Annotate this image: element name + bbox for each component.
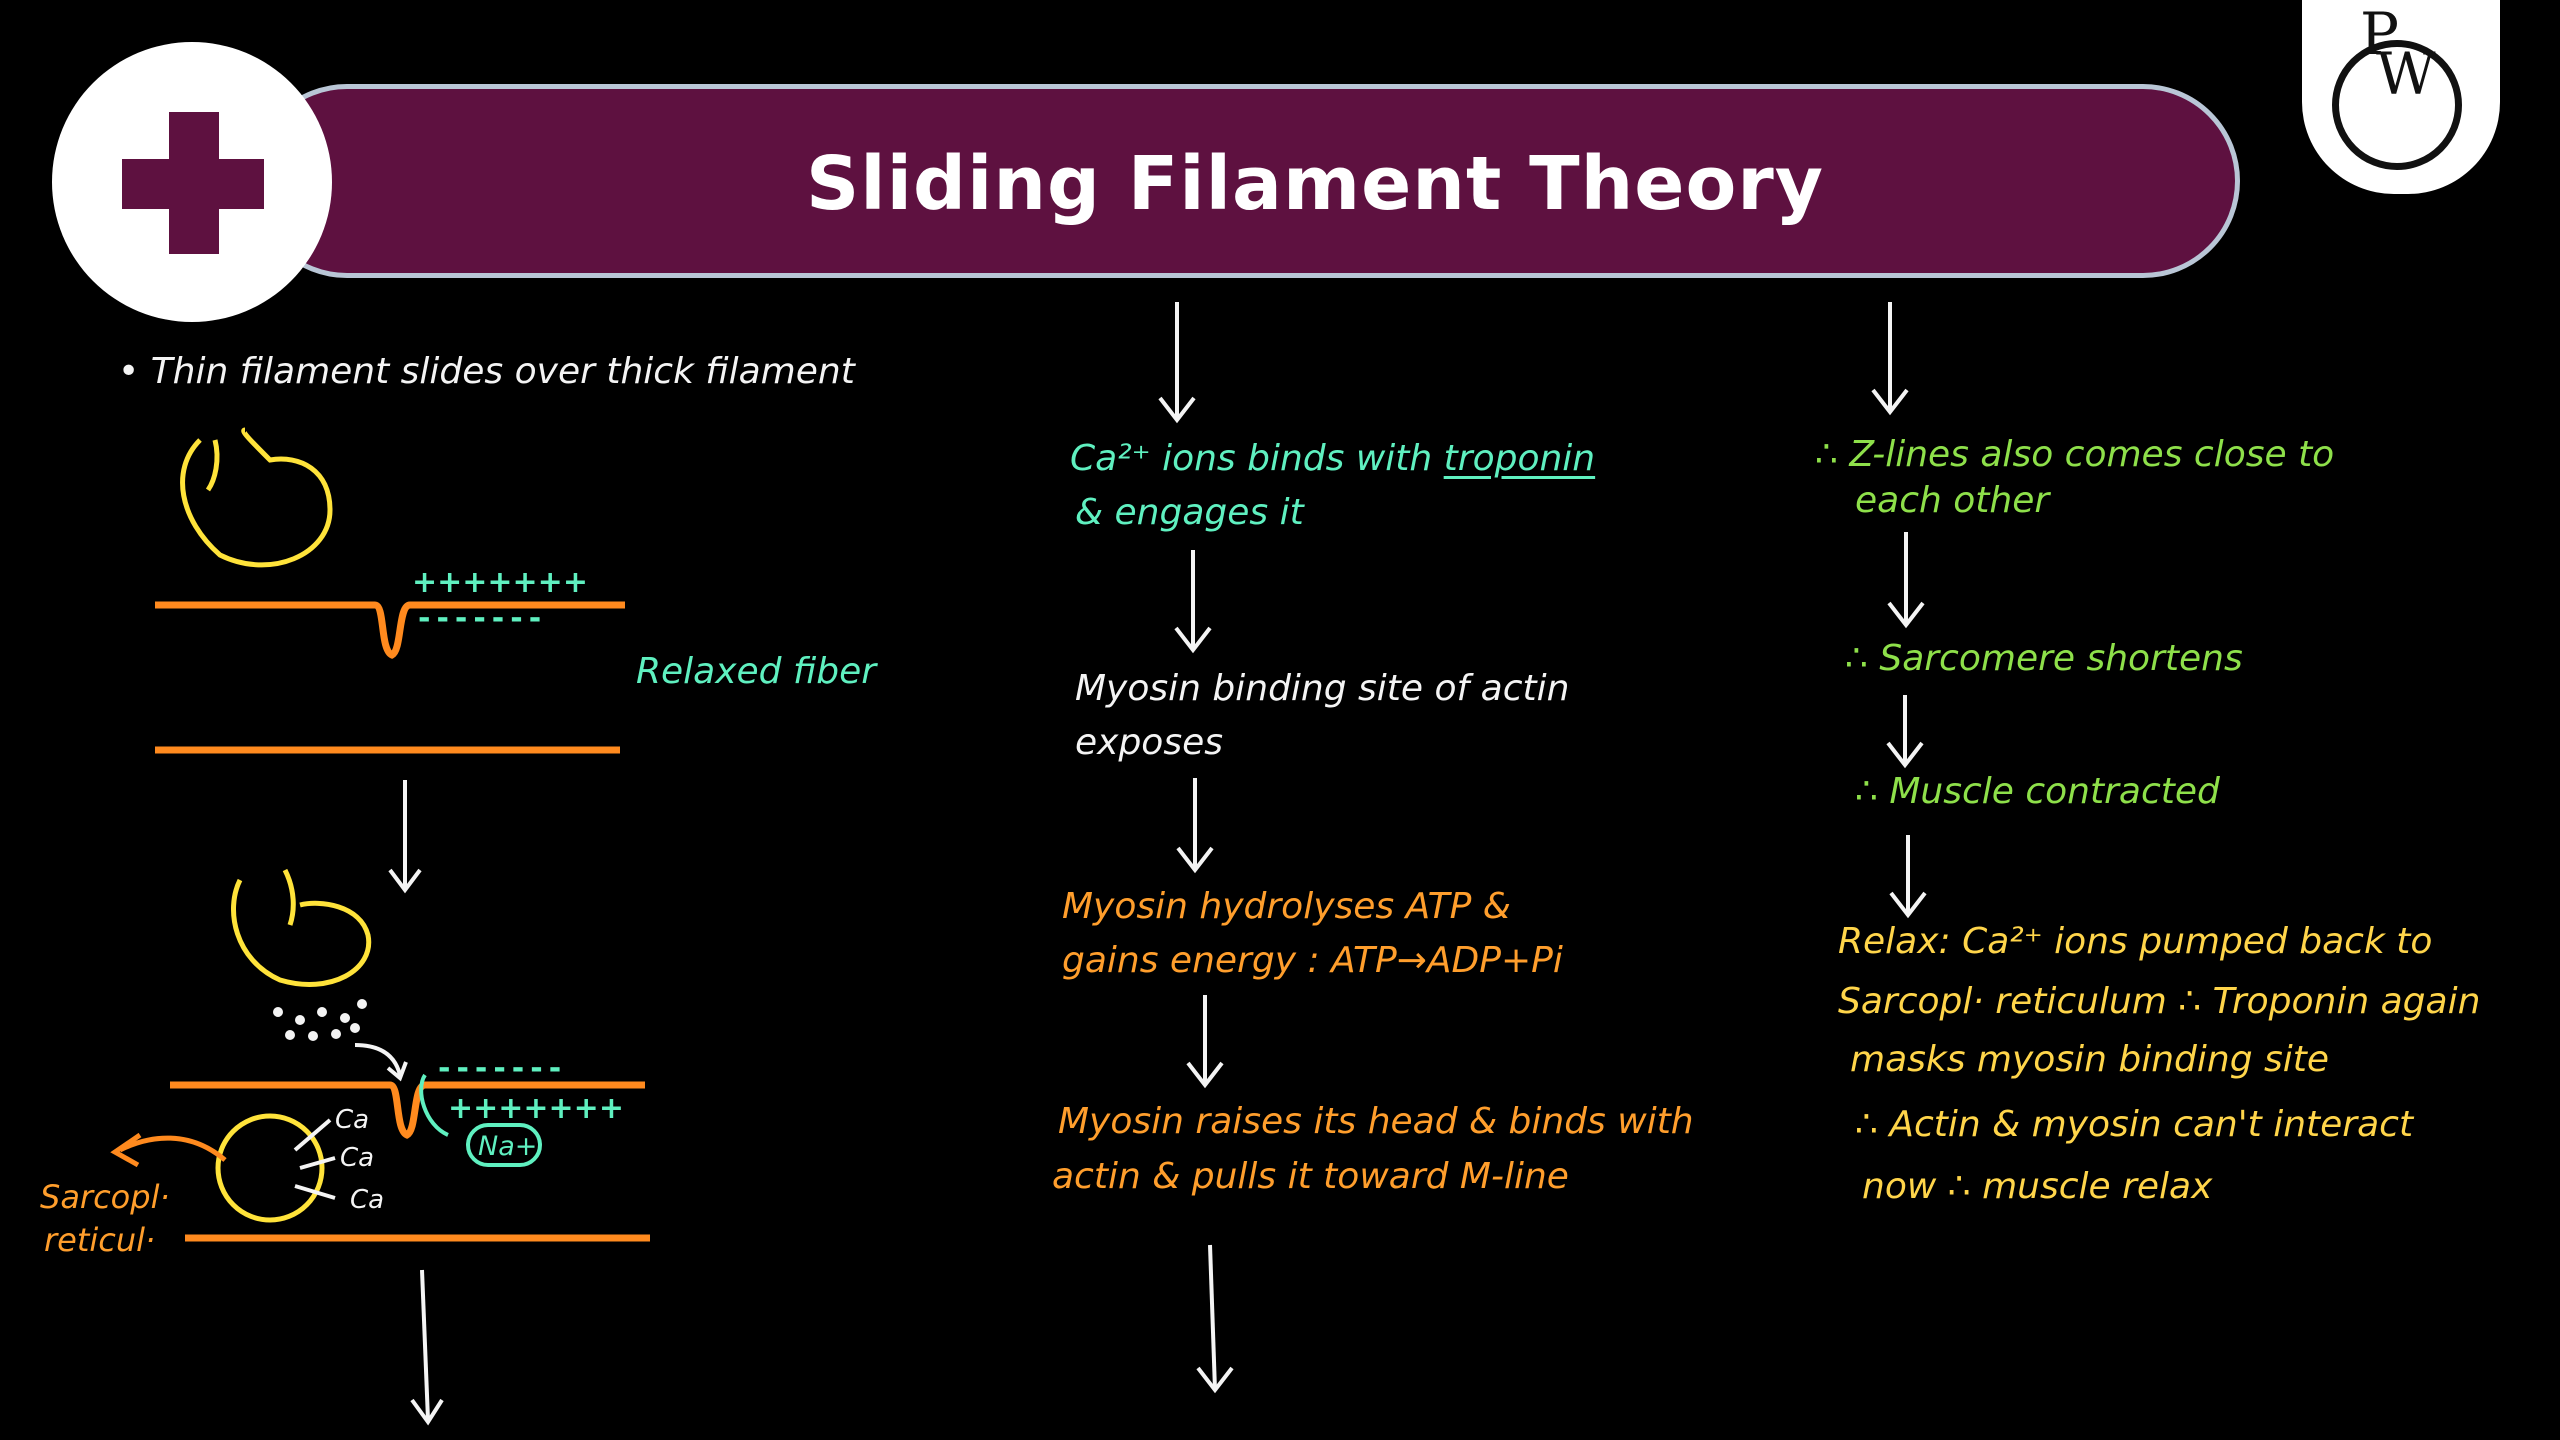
motor-neuron-terminal-top	[180, 427, 333, 568]
sr-label-line2: reticul·	[44, 1221, 156, 1259]
title-banner: Sliding Filament Theory	[250, 84, 2240, 278]
mid-step4-line2: actin & pulls it toward M-line	[1052, 1156, 1569, 1197]
right-step2: ∴ Sarcomere shortens	[1845, 638, 2243, 679]
right-step1-line1: ∴ Z-lines also comes close to	[1815, 434, 2335, 475]
mid-step4-line1: Myosin raises its head & binds with	[1058, 1101, 1694, 1142]
pw-logo-p: P	[2360, 0, 2400, 68]
acetylcholine-dots	[273, 999, 367, 1041]
page-title: Sliding Filament Theory	[805, 141, 1825, 227]
motor-neuron-terminal-bottom	[231, 878, 372, 987]
bullet-thin-filament: • Thin filament slides over thick filame…	[118, 345, 855, 399]
relaxed-plus-charges: +++++++	[412, 565, 588, 600]
mid-step1-line2: & engages it	[1075, 492, 1304, 533]
pw-logo: P W	[2302, 0, 2500, 194]
mid-step2-line2: exposes	[1075, 722, 1223, 763]
relax-line5: now ∴ muscle relax	[1862, 1166, 2213, 1207]
right-step3: ∴ Muscle contracted	[1855, 771, 2220, 812]
relax-line4: ∴ Actin & myosin can't interact	[1855, 1104, 2414, 1145]
left-arrow-2	[420, 1269, 430, 1421]
middle-arrows	[1158, 302, 1234, 1394]
relax-line2: Sarcopl· reticulum ∴ Troponin again	[1838, 981, 2481, 1022]
pw-logo-w: W	[2376, 40, 2436, 108]
na-badge	[466, 1123, 542, 1167]
ca-label-2: Ca	[340, 1143, 374, 1173]
mid-step1-text: Ca²⁺ ions binds with	[1070, 438, 1444, 479]
cross-horizontal-bar	[122, 159, 264, 209]
sarcoplasmic-reticulum-sac	[215, 1113, 325, 1223]
bullet-dot: •	[118, 351, 151, 392]
stim-plus-charges: +++++++	[448, 1091, 624, 1126]
right-step1-line2: each other	[1855, 480, 2050, 521]
mid-step2-line1: Myosin binding site of actin	[1075, 668, 1570, 709]
relaxed-minus-charges: -------	[418, 601, 547, 636]
ca-label-3: Ca	[350, 1185, 384, 1215]
pw-logo-ring	[2332, 40, 2462, 170]
bullet-text: Thin filament slides over thick filament	[150, 351, 855, 392]
na-label: Na+	[478, 1131, 537, 1162]
ca-label-1: Ca	[335, 1105, 369, 1135]
mid-step3-line2: gains energy : ATP→ADP+Pi	[1062, 940, 1563, 981]
relaxed-fiber-label: Relaxed fiber	[636, 651, 877, 692]
relax-line1: Relax: Ca²⁺ ions pumped back to	[1838, 921, 2433, 962]
stim-minus-charges: -------	[438, 1051, 567, 1086]
sr-label-line1: Sarcopl·	[40, 1178, 170, 1216]
relax-line3: masks myosin binding site	[1850, 1039, 2330, 1080]
mid-step1-line1: Ca²⁺ ions binds with troponin	[1070, 432, 1595, 486]
right-arrows	[1871, 302, 1927, 919]
troponin-word: troponin	[1443, 438, 1596, 479]
sarcolemma-stim-top-line	[170, 1081, 645, 1139]
medical-cross-icon	[52, 42, 332, 322]
mid-step3-line1: Myosin hydrolyses ATP &	[1062, 886, 1511, 927]
sarcolemma-top-line	[155, 601, 625, 659]
